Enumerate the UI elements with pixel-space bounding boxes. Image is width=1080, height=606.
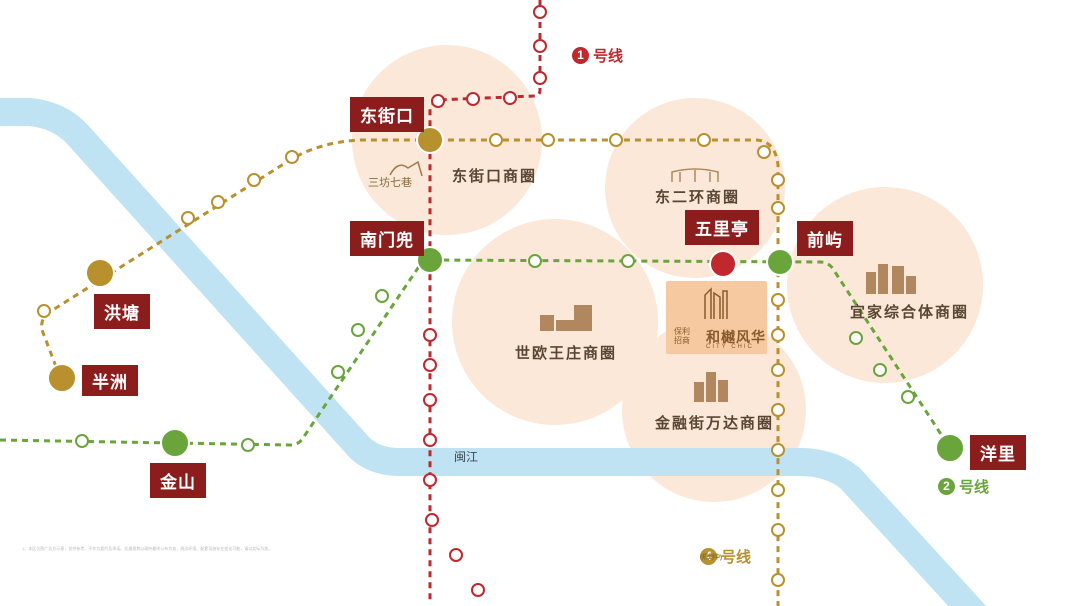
building-icon-dongerhuan bbox=[671, 168, 719, 182]
station-label-dongjiekou: 东街口 bbox=[350, 97, 424, 132]
line2-label: 2 号线 bbox=[938, 476, 989, 497]
river-label: 闽江 bbox=[454, 450, 479, 464]
district-label-shiou: 世欧王庄商圈 bbox=[515, 345, 618, 362]
interchange-dongjiekou bbox=[416, 126, 444, 154]
district-label-jinrongjie: 金融街万达商圈 bbox=[655, 415, 775, 432]
station-label-wuliting: 五里亭 bbox=[685, 210, 759, 245]
line2-text: 号线 bbox=[959, 479, 990, 496]
interchange-qianyu bbox=[766, 248, 794, 276]
line2-stations bbox=[75, 254, 915, 452]
line4-note: (规划中) bbox=[700, 555, 722, 561]
line4-text: 号线 bbox=[721, 549, 752, 566]
district-circle-dongjiekou bbox=[352, 45, 542, 235]
station-label-hongtang: 洪塘 bbox=[94, 294, 150, 329]
station-label-jinshan: 金山 bbox=[150, 463, 206, 498]
station-label-nanmendou: 南门兜 bbox=[350, 221, 424, 256]
project-logo-icon bbox=[704, 287, 728, 319]
station-jinshan bbox=[160, 428, 190, 458]
line1-number: 1 bbox=[572, 47, 589, 64]
district-label-dongerhuan: 东二环商圈 bbox=[655, 189, 741, 206]
station-yangli bbox=[935, 433, 965, 463]
building-icon-shiou bbox=[540, 305, 592, 331]
project-subtitle: CITY CHIC bbox=[706, 344, 754, 350]
station-label-yangli: 洋里 bbox=[970, 435, 1026, 470]
project-card: 保利招商 和樾风华 CITY CHIC bbox=[666, 281, 767, 354]
district-label-dongjiekou: 东街口商圈 bbox=[452, 168, 538, 185]
disclaimer-text: 1、本区位图广告为示意，仅供参考，不作为要约及承诺。交通规划以政府最终公布为准，… bbox=[22, 546, 273, 551]
line4-stations bbox=[37, 133, 785, 587]
district-circle-shiou bbox=[452, 219, 658, 425]
station-hongtang bbox=[85, 258, 115, 288]
building-icon-jinrongjie bbox=[694, 372, 728, 402]
line4-number: 4 bbox=[700, 548, 717, 565]
station-wuliting bbox=[709, 250, 737, 278]
line1-track bbox=[428, 0, 542, 600]
station-banzhou bbox=[47, 363, 77, 393]
station-label-banzhou: 半洲 bbox=[82, 365, 138, 396]
district-label-yijia: 宜家综合体商圈 bbox=[850, 304, 970, 321]
line1-text: 号线 bbox=[593, 48, 624, 65]
line4-label: 4 号线 (规划中) bbox=[700, 546, 751, 567]
line1-stations bbox=[423, 5, 547, 597]
line2-number: 2 bbox=[938, 478, 955, 495]
landmark-sanfangqixiang: 三坊七巷 bbox=[368, 177, 412, 189]
building-icon-yijia bbox=[866, 264, 916, 294]
line1-label: 1 号线 bbox=[572, 45, 623, 66]
project-brand: 保利招商 bbox=[674, 327, 690, 345]
project-name: 和樾风华 bbox=[706, 329, 766, 345]
river-minjiang bbox=[0, 98, 987, 606]
line4-track bbox=[40, 138, 780, 606]
landmark-icon-sanfang bbox=[389, 160, 423, 177]
station-label-qianyu: 前屿 bbox=[797, 221, 853, 256]
